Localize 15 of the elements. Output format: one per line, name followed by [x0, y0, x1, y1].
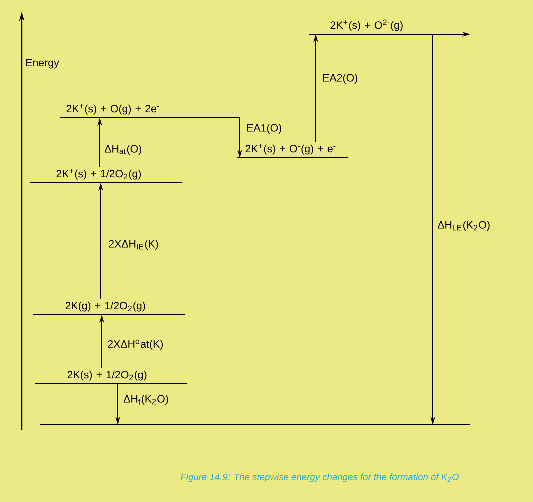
energy-level: 2K(g) + 1/2O$_{2}$(g)	[33, 302, 186, 316]
energy-level: 2K$^{+}$(s) + O$^{-}$(g) + e$^{-}$	[237, 144, 349, 159]
edge-label: ΔH$_{f}$(K$_{2}$O)	[124, 395, 168, 405]
energy-level: 2K$^{+}$(s) + 1/2O$_{2}$(g)	[30, 169, 183, 184]
node-label: 2K$^{+}$(s) + O$^{2-}$(g)	[330, 20, 403, 32]
edge-label: ΔH$_{LE}$(K$_{2}$O)	[438, 221, 490, 231]
edge-label: EA2(O)	[323, 74, 358, 84]
energy-level: 2K$^{+}$(s) + O(g) + 2e$^{-}$	[60, 104, 241, 119]
figure-caption: Figure 14.9: The stepwise energy changes for the formation of K$_{2}$O	[180, 474, 460, 482]
edge-label: 2XΔH$^{o}$at(K)	[108, 340, 164, 350]
edge-label: ΔH$_{at}$(O)	[104, 145, 142, 155]
edge-label: 2XΔH$_{IE}$(K)	[109, 240, 158, 250]
axis-label: Energy	[26, 59, 60, 69]
edge-label: EA1(O)	[247, 124, 282, 134]
energy-level: 2K(s) + 1/2O$_{2}$(g)	[35, 370, 188, 385]
